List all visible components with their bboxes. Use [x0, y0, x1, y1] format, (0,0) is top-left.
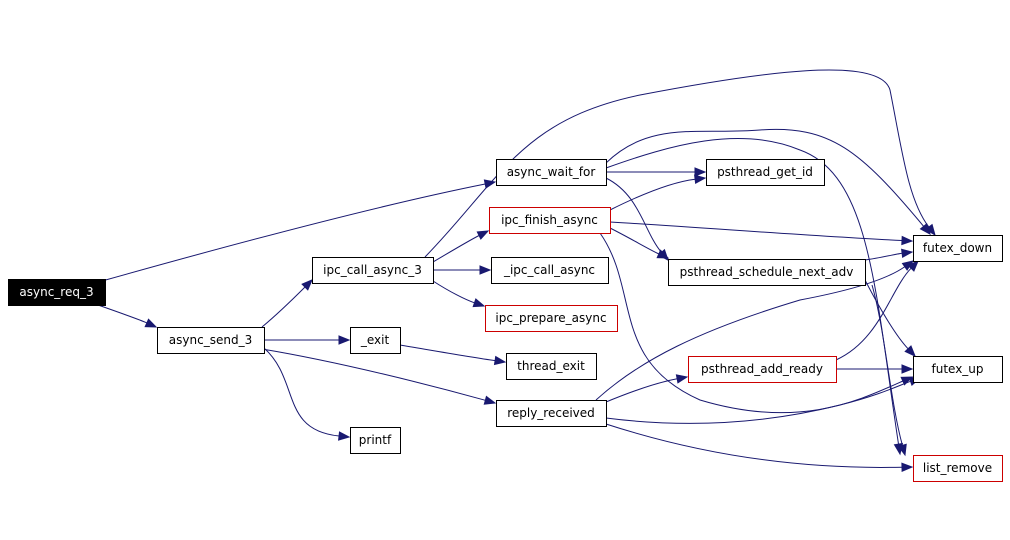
node-box	[706, 159, 825, 186]
node-box	[496, 400, 607, 427]
edge-async_wait_for-to-psthread_schedule_next_adv	[605, 177, 669, 262]
node-box	[913, 356, 1003, 383]
edge-async_send_3-to-printf	[263, 347, 351, 441]
node-label: ipc_prepare_async	[495, 311, 606, 325]
node-label: reply_received	[507, 406, 595, 420]
node-label: list_remove	[923, 461, 992, 475]
node-futex-down[interactable]: futex_down	[913, 235, 1003, 262]
node-async-wait-for[interactable]: async_wait_for	[496, 159, 607, 186]
node-async-send-3[interactable]: async_send_3	[157, 327, 265, 354]
node-label: _ipc_call_async	[503, 263, 595, 277]
edge-_exit-to-thread_exit	[399, 344, 507, 366]
edge-ipc_call_async_3-to-ipc_prepare_async	[432, 280, 486, 308]
node-label: async_wait_for	[507, 165, 596, 179]
node-box	[8, 279, 106, 306]
node-ipc-call-async-3[interactable]: ipc_call_async_3	[312, 257, 434, 284]
edge-ipc_call_async_3-to-ipc_finish_async	[432, 230, 490, 263]
node-label: thread_exit	[517, 359, 585, 373]
edge-ipc_call_async_3-to-_ipc_call_async	[433, 265, 492, 275]
node-label: psthread_get_id	[717, 165, 813, 179]
edge-async_req_3-to-async_wait_for	[101, 179, 497, 282]
node-futex-up[interactable]: futex_up	[913, 356, 1003, 383]
edge-psthread_schedule_next_adv-to-list_remove	[871, 284, 907, 457]
edge-ipc_finish_async-to-futex_down	[609, 221, 914, 246]
node-reply-received[interactable]: reply_received	[496, 400, 607, 427]
node-box	[485, 305, 618, 332]
edge-async_send_3-to-_exit	[264, 335, 351, 345]
node-box	[506, 353, 597, 380]
node-label: _exit	[360, 333, 390, 347]
edge-psthread_add_ready-to-futex_down	[835, 260, 919, 361]
edge-async_wait_for-to-futex_down	[605, 128, 931, 236]
node-box	[491, 257, 609, 284]
edge-async_send_3-to-ipc_call_async_3	[261, 279, 313, 328]
edge-async_req_3-to-async_send_3	[97, 304, 158, 328]
node-label: psthread_schedule_next_adv	[680, 265, 854, 279]
node-ipc-prepare-async[interactable]: ipc_prepare_async	[485, 305, 618, 332]
node-psthread-add-ready[interactable]: psthread_add_ready	[688, 356, 837, 383]
node-box	[312, 257, 434, 284]
edge-psthread_add_ready-to-futex_up	[836, 364, 914, 374]
node-label: psthread_add_ready	[701, 362, 823, 376]
edges-layer	[97, 69, 936, 472]
node-label: printf	[359, 433, 392, 447]
node-psthread-get-id[interactable]: psthread_get_id	[706, 159, 825, 186]
node--ipc-call-async[interactable]: _ipc_call_async	[491, 257, 609, 284]
edge-ipc_finish_async-to-psthread_get_id	[609, 174, 707, 211]
node-label: futex_down	[923, 241, 992, 255]
node-label: futex_up	[931, 362, 983, 376]
node-printf[interactable]: printf	[350, 427, 401, 454]
edge-reply_received-to-psthread_add_ready	[605, 374, 689, 403]
node-label: async_req_3	[19, 285, 93, 299]
node-label: ipc_call_async_3	[323, 263, 422, 277]
nodes-layer: async_req_3 async_send_3 ipc_call_async_3 _…	[8, 159, 1003, 482]
node-box	[157, 327, 265, 354]
node-list-remove[interactable]: list_remove	[913, 455, 1003, 482]
edge-async_send_3-to-reply_received	[261, 348, 497, 405]
node-label: async_send_3	[169, 333, 252, 347]
edge-async_wait_for-to-psthread_get_id	[605, 167, 707, 177]
node-box	[350, 327, 401, 354]
edge-reply_received-to-list_remove	[605, 423, 914, 472]
node-box	[668, 259, 866, 286]
edge-psthread_schedule_next_adv-to-futex_down	[864, 248, 914, 261]
node--exit[interactable]: _exit	[350, 327, 401, 354]
node-box	[496, 159, 607, 186]
edge-ipc_finish_async-to-psthread_schedule_next_adv	[609, 227, 670, 259]
node-label: ipc_finish_async	[501, 213, 598, 227]
node-box	[913, 455, 1003, 482]
node-ipc-finish-async[interactable]: ipc_finish_async	[489, 207, 611, 234]
node-box	[688, 356, 837, 383]
node-box	[489, 207, 611, 234]
node-box	[913, 235, 1003, 262]
edge-psthread_schedule_next_adv-to-futex_up	[864, 279, 916, 357]
node-thread-exit[interactable]: thread_exit	[506, 353, 597, 380]
node-box	[350, 427, 401, 454]
node-async-req-3[interactable]: async_req_3	[8, 279, 106, 306]
node-psthread-schedule-next-adv[interactable]: psthread_schedule_next_adv	[668, 259, 866, 286]
